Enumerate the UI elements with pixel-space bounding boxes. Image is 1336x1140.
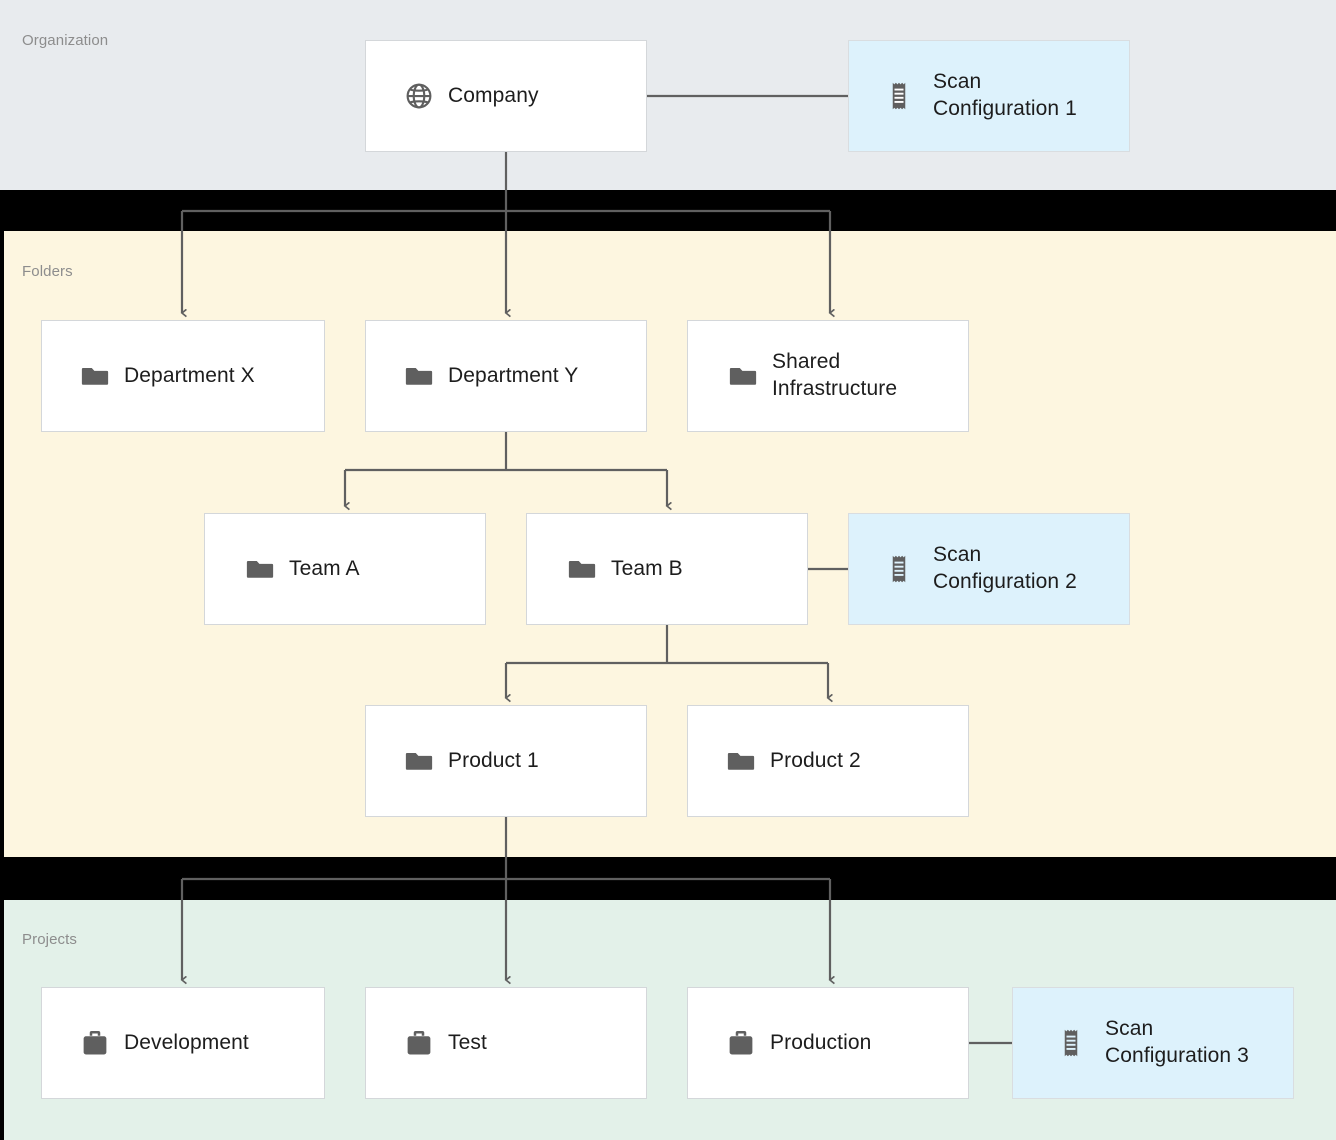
node-product-1[interactable]: Product 1: [365, 705, 647, 817]
node-production[interactable]: Production: [687, 987, 969, 1099]
folder-icon: [729, 368, 757, 385]
folder-icon: [246, 561, 274, 578]
folder-icon: [727, 753, 755, 770]
briefcase-icon: [729, 1031, 753, 1055]
section-label-organization: Organization: [22, 32, 109, 49]
globe-icon: [406, 83, 432, 109]
node-label: Development: [124, 1030, 249, 1054]
node-label: Company: [448, 83, 539, 107]
node-label: Team B: [611, 556, 683, 580]
node-team-a[interactable]: Team A: [204, 513, 486, 625]
folder-icon: [81, 368, 109, 385]
folder-icon: [405, 753, 433, 770]
node-team-b[interactable]: Team B: [526, 513, 808, 625]
node-label: Shared Infrastructure: [772, 350, 898, 400]
node-scan-configuration-3[interactable]: Scan Configuration 3: [1012, 987, 1294, 1099]
folder-icon: [405, 368, 433, 385]
section-organization: [0, 0, 1336, 190]
briefcase-icon: [83, 1031, 107, 1055]
node-department-y[interactable]: Department Y: [365, 320, 647, 432]
briefcase-icon: [407, 1031, 431, 1055]
section-label-folders: Folders: [22, 263, 73, 280]
section-label-projects: Projects: [22, 931, 77, 948]
node-label: Scan Configuration 2: [933, 543, 1077, 593]
node-label: Product 2: [770, 748, 861, 772]
node-label: Test: [448, 1030, 487, 1054]
node-product-2[interactable]: Product 2: [687, 705, 969, 817]
node-label: Scan Configuration 3: [1105, 1017, 1249, 1067]
node-label: Scan Configuration 1: [933, 70, 1077, 120]
scan-config-icon: [892, 82, 906, 110]
node-label: Team A: [289, 556, 360, 580]
node-development[interactable]: Development: [41, 987, 325, 1099]
node-label: Department Y: [448, 363, 579, 387]
node-department-x[interactable]: Department X: [41, 320, 325, 432]
scan-config-icon: [892, 555, 906, 583]
node-scan-configuration-2[interactable]: Scan Configuration 2: [848, 513, 1130, 625]
node-label: Department X: [124, 363, 255, 387]
scan-config-icon: [1064, 1029, 1078, 1057]
node-test[interactable]: Test: [365, 987, 647, 1099]
node-label: Production: [770, 1030, 872, 1054]
node-label: Product 1: [448, 748, 539, 772]
node-shared-infrastructure[interactable]: Shared Infrastructure: [687, 320, 969, 432]
folder-icon: [568, 561, 596, 578]
node-company[interactable]: Company: [365, 40, 647, 152]
node-scan-configuration-1[interactable]: Scan Configuration 1: [848, 40, 1130, 152]
